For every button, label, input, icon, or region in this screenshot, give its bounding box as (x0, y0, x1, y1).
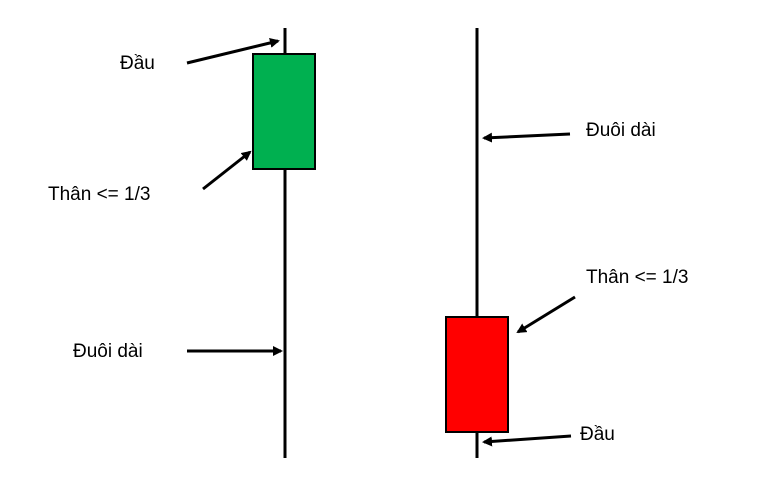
right-tail-arrow (482, 132, 571, 143)
left-tail-label: Đuôi dài (73, 341, 143, 362)
left-candle (252, 28, 316, 458)
left-body-label: Thân <= 1/3 (48, 184, 151, 205)
right-candle (445, 28, 509, 458)
left-head-label: Đầu (120, 53, 155, 74)
right-head-label: Đầu (580, 424, 615, 445)
left-head-arrow (186, 38, 280, 65)
right-tail-label: Đuôi dài (586, 120, 656, 141)
right-body-label: Thân <= 1/3 (586, 267, 689, 288)
right-candle-body (445, 316, 509, 433)
left-candle-body (252, 53, 316, 170)
right-head-arrow (482, 434, 572, 447)
right-body-arrow (516, 295, 576, 334)
left-body-arrow (202, 150, 252, 191)
